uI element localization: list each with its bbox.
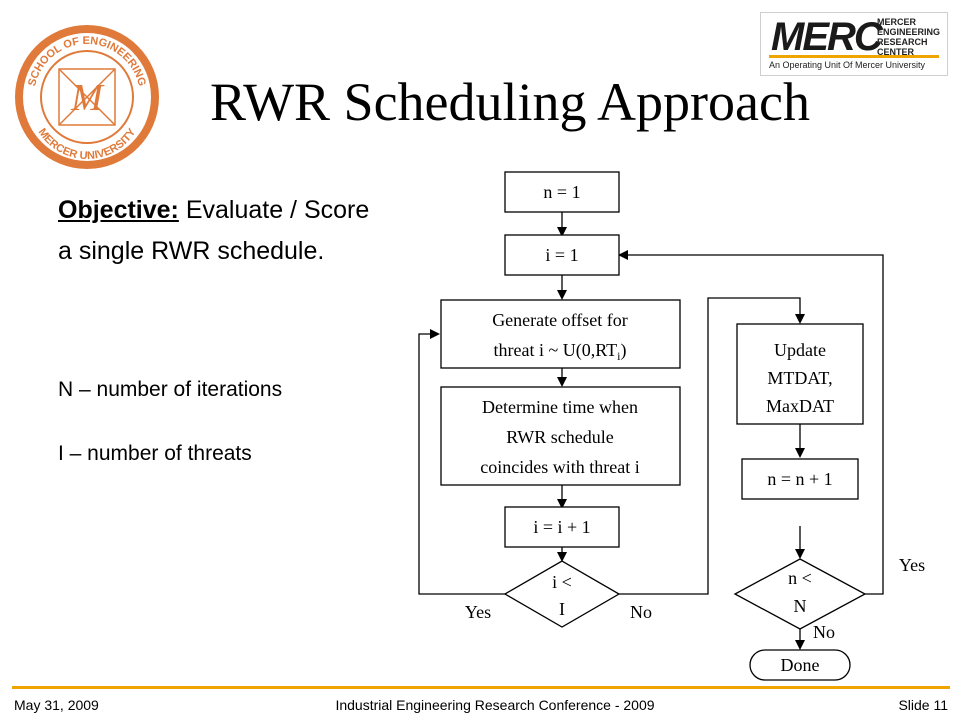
label-update-line1: Update xyxy=(774,340,826,360)
node-n-increment xyxy=(741,458,859,500)
objective-text: Objective: Evaluate / Score a single RWR… xyxy=(58,190,388,272)
merc-line4: CENTER xyxy=(877,47,915,57)
node-i-increment xyxy=(504,506,620,548)
merc-name-block: MERCER ENGINEERING RESEARCH CENTER xyxy=(877,17,940,57)
objective-body: Evaluate / Score a single RWR schedule. xyxy=(58,196,370,265)
label-determine-line1: Determine time when xyxy=(482,397,638,417)
label-no-right: No xyxy=(813,622,835,642)
objective-label: Objective: xyxy=(58,196,179,224)
label-decision-i-line1: i < xyxy=(552,572,572,592)
seal-monogram: M xyxy=(70,77,105,119)
label-update-line3: MaxDAT xyxy=(766,396,834,416)
merc-tagline: An Operating Unit Of Mercer University xyxy=(769,60,926,70)
label-i-init: i = 1 xyxy=(545,245,578,265)
label-n-increment: n = n + 1 xyxy=(767,469,832,489)
label-update-line2: MTDAT, xyxy=(767,368,832,388)
label-decision-n-line2: N xyxy=(794,596,807,616)
label-generate-line2-pre: threat i ~ U(0,RT xyxy=(494,340,618,361)
merc-line1: MERCER xyxy=(877,17,917,27)
definition-n: N – number of iterations xyxy=(58,378,283,401)
definition-i: I – number of threats xyxy=(58,442,252,465)
merc-line2: ENGINEERING xyxy=(877,27,941,37)
footer-conference: Industrial Engineering Research Conferen… xyxy=(335,697,655,713)
edge-yes-loop-left xyxy=(418,329,505,595)
node-done xyxy=(749,649,851,681)
node-decision-i xyxy=(503,560,621,628)
footer-rule xyxy=(12,686,950,689)
node-decision-n xyxy=(733,558,867,630)
label-generate-line2: threat i ~ U(0,RTi) xyxy=(494,340,627,363)
node-n-init xyxy=(504,171,620,213)
label-generate-subscript: i xyxy=(617,349,621,363)
merc-line3: RESEARCH xyxy=(877,37,928,47)
node-generate-offset xyxy=(440,299,681,369)
label-n-init: n = 1 xyxy=(543,182,580,202)
node-i-init xyxy=(504,234,620,276)
edge-yes-loop-right xyxy=(618,250,884,595)
label-no-left: No xyxy=(630,602,652,622)
label-done: Done xyxy=(781,655,820,675)
label-generate-line2-post: ) xyxy=(620,340,626,361)
definitions: N – number of iterations I – number of t… xyxy=(58,378,282,506)
label-determine-line3: coincides with threat i xyxy=(480,457,639,477)
label-generate-line1: Generate offset for xyxy=(492,310,628,330)
footer-slide-number: Slide 11 xyxy=(898,697,948,713)
label-determine-line2: RWR schedule xyxy=(506,427,613,447)
merc-accent-bar xyxy=(769,55,939,58)
merc-wordmark: MERC xyxy=(771,15,883,59)
merc-logo: MERC MERCER ENGINEERING RESEARCH CENTER … xyxy=(760,12,948,76)
label-i-increment: i = i + 1 xyxy=(533,517,590,537)
node-determine-time xyxy=(440,386,681,486)
label-decision-i-line2: I xyxy=(559,599,565,619)
flow-connectors xyxy=(418,212,884,650)
slide-title: RWR Scheduling Approach xyxy=(210,72,810,132)
footer-date: May 31, 2009 xyxy=(14,697,99,713)
label-decision-n-line1: n < xyxy=(788,568,812,588)
edge-no-to-update xyxy=(619,297,805,595)
label-yes-right: Yes xyxy=(899,555,925,575)
node-update xyxy=(736,323,864,425)
label-yes-left: Yes xyxy=(465,602,491,622)
school-of-engineering-seal: SCHOOL OF ENGINEERING MERCER UNIVERSITY … xyxy=(15,25,159,169)
